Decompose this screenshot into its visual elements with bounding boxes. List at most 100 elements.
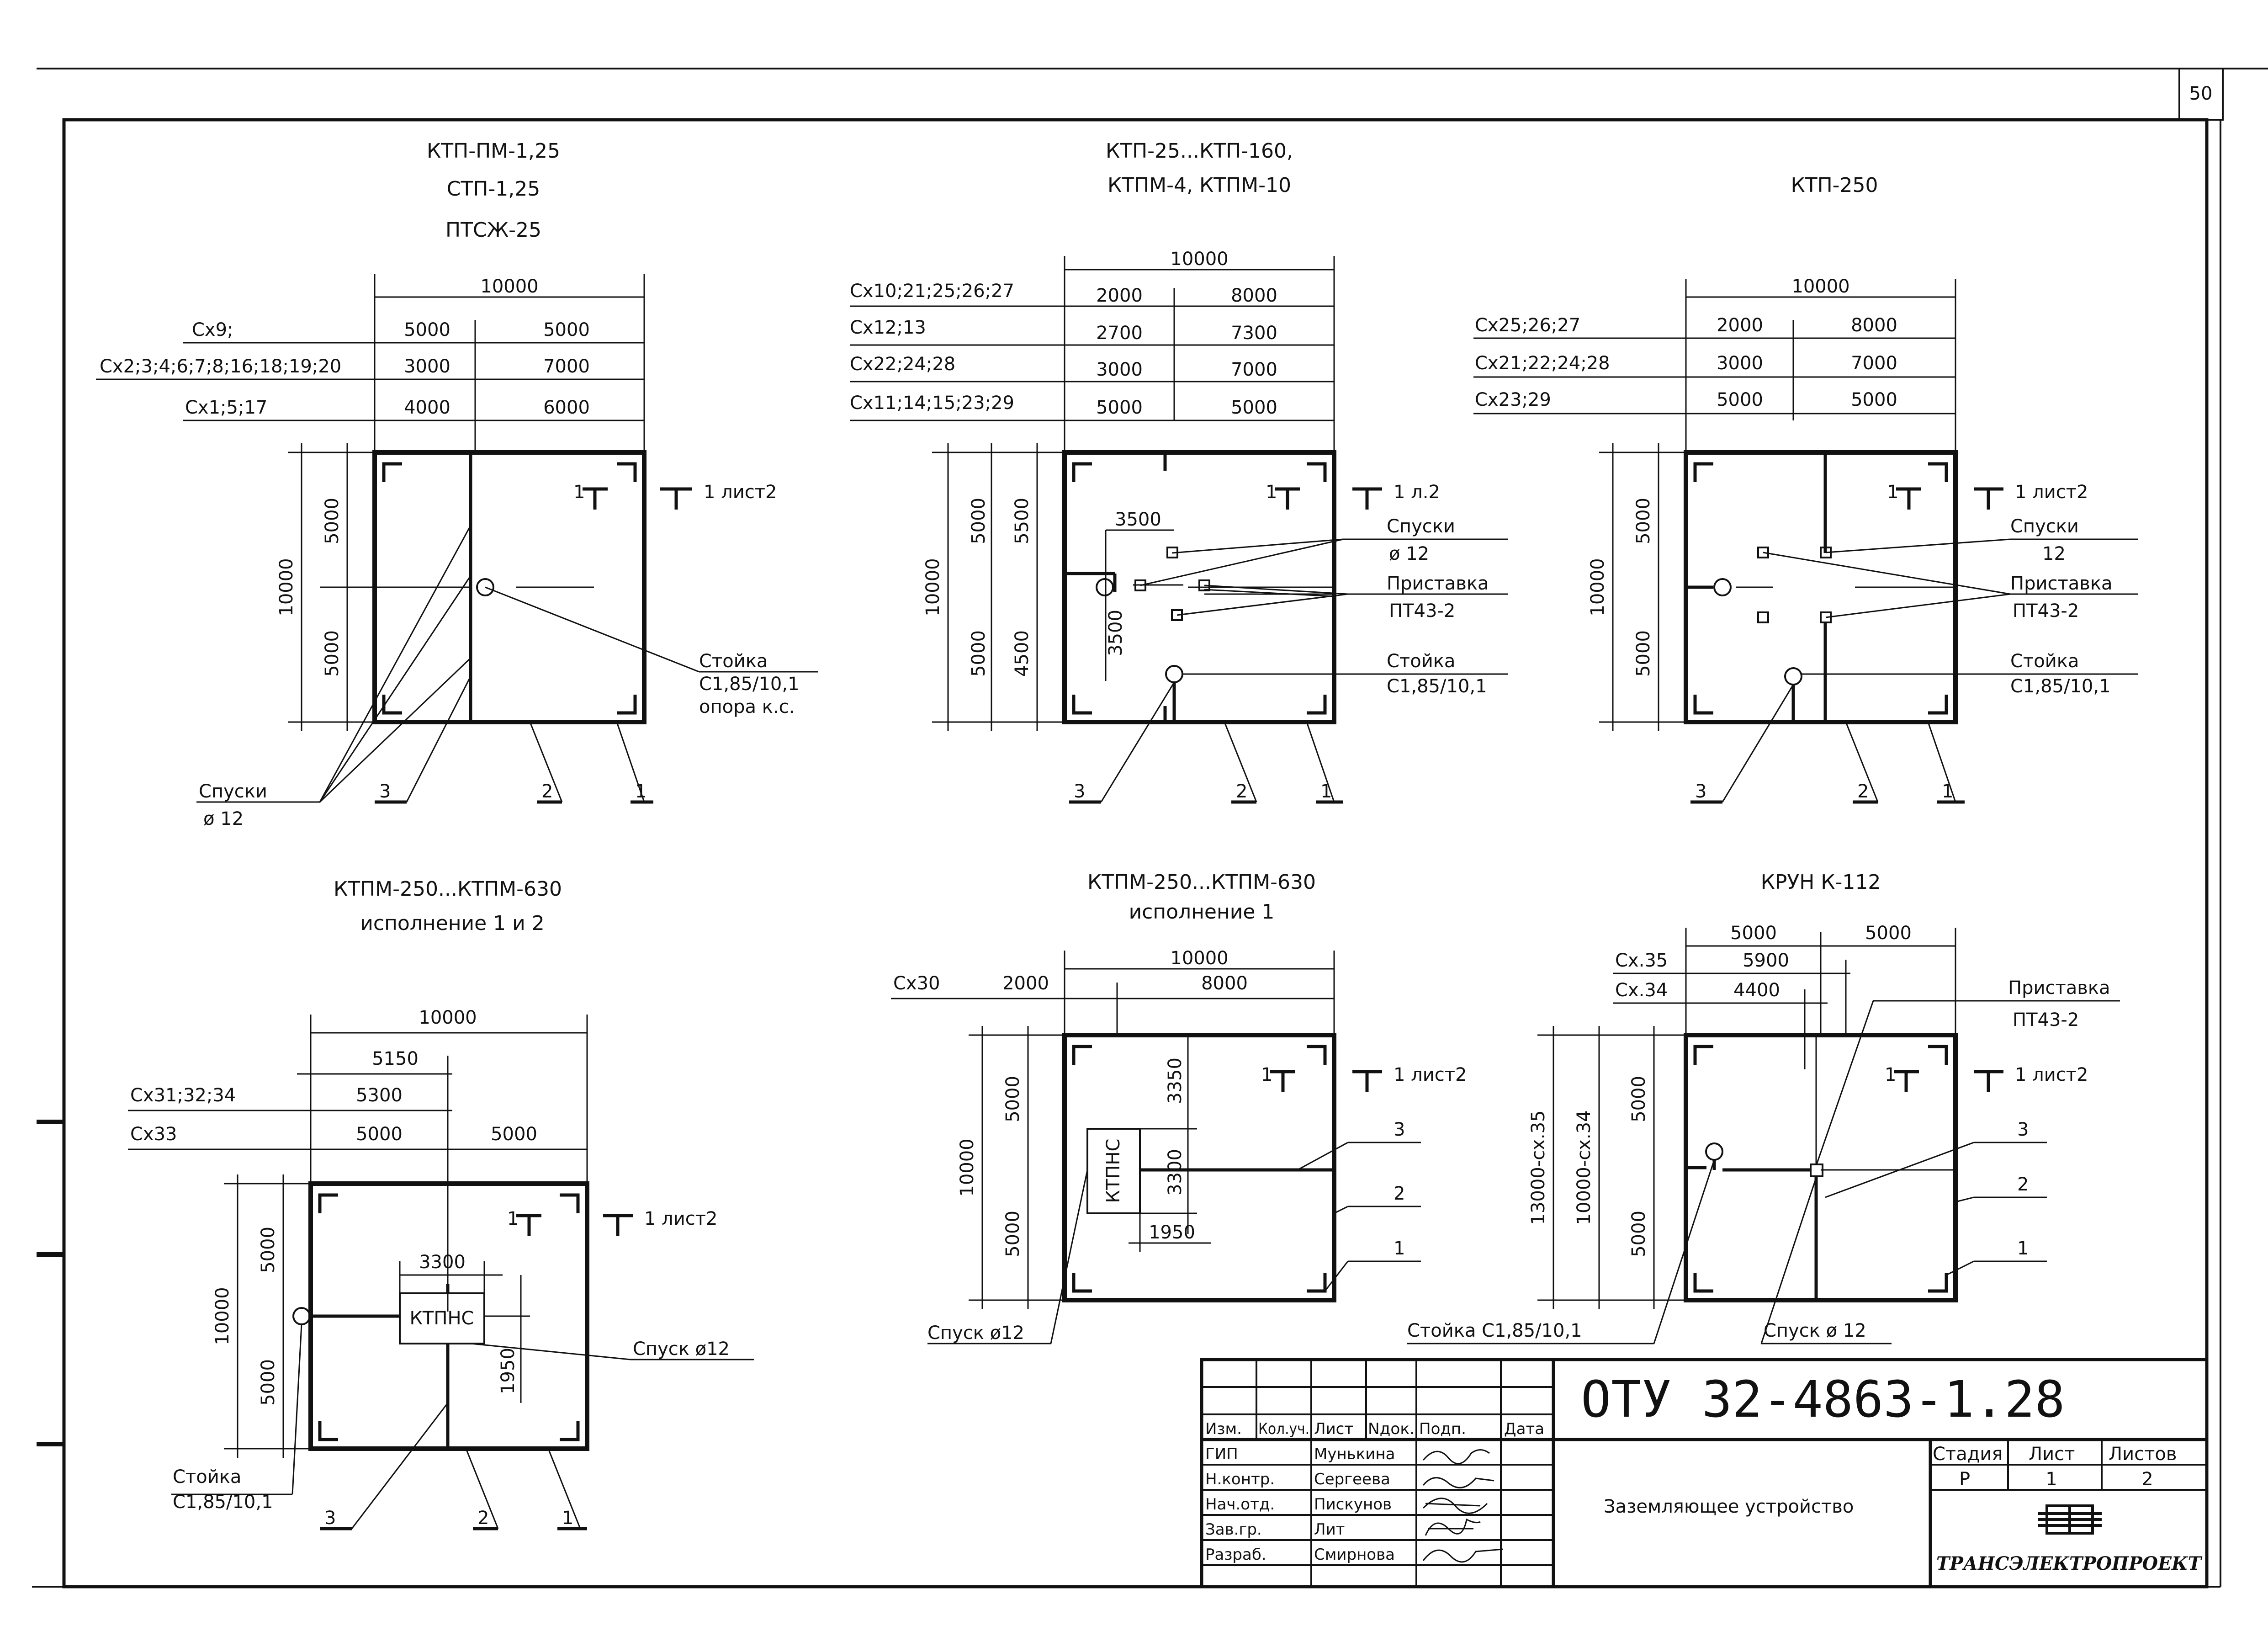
panel3-label-1: 1 — [1942, 781, 1953, 802]
tb-header-ndok: Nдок. — [1368, 1420, 1415, 1438]
panel4-stand-2: С1,85/10,1 — [173, 1492, 273, 1513]
panel6-attach-1: Приставка — [2008, 978, 2110, 999]
panel3-stand-2: С1,85/10,1 — [2010, 676, 2111, 697]
panel3-row3-b: 5000 — [1851, 389, 1897, 410]
panel4-row1-label: Сх31;32;34 — [130, 1085, 236, 1106]
panel6-row2-label: Сх.34 — [1615, 980, 1668, 1001]
panel3-row2-b: 7000 — [1851, 353, 1897, 374]
panel4-row2-b: 5000 — [491, 1124, 537, 1145]
panel2-v-c: 5500 — [1012, 498, 1033, 544]
panel4-label-1: 1 — [562, 1508, 573, 1529]
panel2-title-2: КТПМ-4, КТПМ-10 — [1108, 174, 1291, 197]
panel6-label-3: 3 — [2017, 1119, 2029, 1140]
panel2-v-total: 10000 — [922, 558, 943, 616]
panel4-ktpns-box — [399, 1292, 485, 1344]
panel5-title-1: КТПМ-250...КТПМ-630 — [1087, 871, 1316, 894]
panel-ktpm-250-630-v12: КТПМ-250...КТПМ-630 исполнение 1 и 2 100… — [128, 877, 754, 1530]
panel2-row1-label: Сх10;21;25;26;27 — [850, 281, 1014, 302]
panel3-title: КТП-250 — [1791, 174, 1878, 197]
svg-text:1 лист2: 1 лист2 — [2015, 1064, 2088, 1085]
panel2-attach-1: Приставка — [1387, 573, 1489, 594]
panel1-row3-label: Сх1;5;17 — [185, 397, 267, 418]
panel3-v-bot: 5000 — [1633, 630, 1654, 677]
panel4-label-2: 2 — [477, 1508, 489, 1529]
panel5-v-total: 10000 — [957, 1138, 978, 1196]
panel5-row-label: Сх30 — [893, 973, 940, 994]
panel1-stand-3: опора к.с. — [699, 696, 795, 717]
panel6-top-b: 5000 — [1865, 923, 1912, 944]
svg-text:1: 1 — [1885, 1064, 1896, 1085]
panel4-title-1: КТПМ-250...КТПМ-630 — [334, 877, 562, 901]
panel5-v-bot: 5000 — [1002, 1211, 1023, 1257]
svg-text:1: 1 — [573, 482, 585, 503]
panel1-row3-a: 4000 — [404, 397, 450, 418]
tb-stage-label: Стадия — [1933, 1444, 2003, 1465]
sheet-number: 50 — [2189, 83, 2213, 104]
panel1-row3-b: 6000 — [543, 397, 590, 418]
panel1-row1-label: Сх9; — [192, 319, 233, 340]
panel2-descents-1: Спуски — [1387, 516, 1455, 537]
panel-ktp-25-160: КТП-25...КТП-160, КТПМ-4, КТПМ-10 10000 … — [850, 139, 1508, 804]
svg-text:1: 1 — [507, 1208, 519, 1229]
sheet-frame — [32, 68, 2268, 1589]
tb-stage: Р — [1959, 1469, 1970, 1490]
panel4-descent: Спуск ø12 — [633, 1339, 730, 1360]
tb-header-list: Лист — [1314, 1420, 1353, 1438]
tb-sheets-label: Листов — [2109, 1444, 2177, 1465]
tb-name-2: Сергеева — [1314, 1470, 1390, 1488]
panel1-row1-a: 5000 — [404, 319, 450, 340]
tb-header-izm: Изм. — [1205, 1420, 1242, 1438]
panel2-row2-a: 2700 — [1096, 323, 1143, 344]
panel4-section-marker: 1 1 лист2 — [507, 1208, 717, 1236]
panel4-row2-label: Сх33 — [130, 1124, 177, 1145]
panel1-row1-b: 5000 — [543, 319, 590, 340]
panel1-v-top: 5000 — [322, 498, 343, 544]
panel3-row1-b: 8000 — [1851, 315, 1897, 336]
panel5-label-3: 3 — [1394, 1119, 1405, 1140]
panel-ktpm-250-630-v1: КТПМ-250...КТПМ-630 исполнение 1 10000 С… — [891, 871, 1467, 1344]
tb-header-kolich: Кол.уч. — [1258, 1420, 1309, 1438]
panel4-d5150: 5150 — [372, 1048, 419, 1069]
panel4-title-2: исполнение 1 и 2 — [360, 912, 544, 935]
panel6-label-2: 2 — [2017, 1174, 2029, 1195]
panel5-d3300: 3300 — [1165, 1149, 1186, 1195]
tb-role-2: Н.контр. — [1205, 1470, 1275, 1488]
panel3-section-marker: 1 1 лист2 — [1887, 482, 2088, 510]
panel1-section-marker: 1 1 лист2 — [573, 482, 777, 510]
svg-text:1 лист2: 1 лист2 — [1394, 1064, 1467, 1085]
panel6-stand: Стойка С1,85/10,1 — [1407, 1320, 1582, 1341]
panel2-row4-label: Сх11;14;15;23;29 — [850, 393, 1014, 414]
panel6-v-34: 10000-сх.34 — [1574, 1110, 1595, 1225]
panel5-descent: Спуск ø12 — [927, 1323, 1024, 1344]
panel4-stand-1: Стойка — [173, 1466, 241, 1488]
panel6-row2-a: 4400 — [1733, 980, 1780, 1001]
panel2-d3500a: 3500 — [1115, 509, 1161, 530]
panel1-row2-b: 7000 — [543, 356, 590, 377]
panel1-title-1: КТП-ПМ-1,25 — [427, 139, 560, 163]
panel2-label-2: 2 — [1236, 781, 1247, 802]
panel1-row2-label: Сх2;3;4;6;7;8;16;18;19;20 — [100, 356, 341, 377]
panel6-row1-a: 5900 — [1743, 950, 1789, 971]
panel1-stand-2: С1,85/10,1 — [699, 674, 800, 695]
tb-role-5: Разраб. — [1205, 1546, 1266, 1564]
panel6-v-top: 5000 — [1628, 1076, 1649, 1122]
panel3-label-3: 3 — [1695, 781, 1706, 802]
panel3-row2-label: Сх21;22;24;28 — [1475, 353, 1610, 374]
tb-role-3: Нач.отд. — [1205, 1495, 1275, 1514]
svg-text:1 лист2: 1 лист2 — [644, 1208, 717, 1229]
tb-name-1: Мунькина — [1314, 1445, 1395, 1463]
panel3-stand-1: Стойка — [2010, 651, 2079, 672]
panel3-attach-1: Приставка — [2010, 573, 2113, 594]
panel2-label-3: 3 — [1074, 781, 1085, 802]
panel6-title: КРУН К-112 — [1761, 871, 1881, 894]
panel6-label-1: 1 — [2017, 1238, 2029, 1259]
sheet-number-box: 50 — [2178, 68, 2224, 121]
panel-krun-k112: КРУН К-112 5000 5000 Сх.35 5900 Сх.34 44… — [1407, 871, 2120, 1344]
tb-description: Заземляющее устройство — [1604, 1496, 1854, 1517]
panel2-row3-a: 3000 — [1096, 359, 1143, 380]
panel1-title-3: ПТСЖ-25 — [445, 218, 541, 242]
panel4-d3300: 3300 — [419, 1252, 466, 1273]
tb-company: ТРАНСЭЛЕКТРОПРОЕКТ — [1936, 1553, 2203, 1574]
panel2-d3500b: 3500 — [1105, 610, 1126, 656]
